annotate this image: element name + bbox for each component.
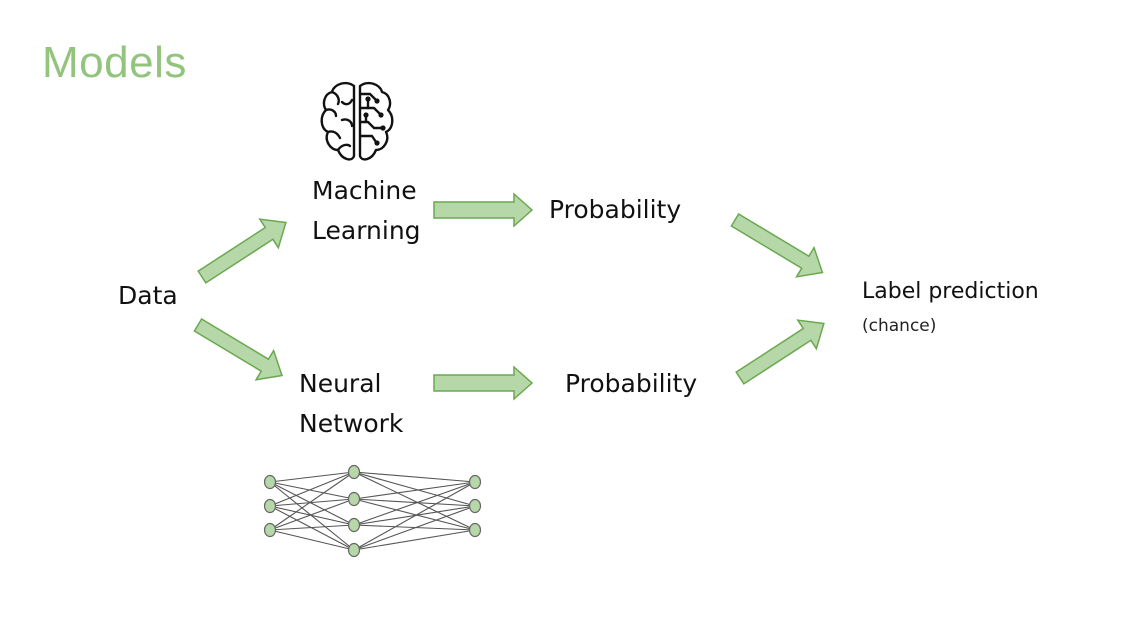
chance-note: (chance)	[862, 316, 937, 336]
network-connection	[269, 498, 355, 531]
slide-title: Models	[42, 38, 187, 87]
network-connection	[269, 481, 355, 526]
network-connection	[353, 471, 476, 483]
network-node	[347, 464, 361, 480]
neural-network-icon	[263, 464, 482, 558]
network-node	[468, 522, 482, 538]
network-connection	[353, 471, 476, 507]
network-connection	[269, 529, 355, 551]
network-connection	[269, 498, 355, 507]
network-connection	[353, 505, 476, 551]
data-label: Data	[118, 281, 178, 310]
network-node	[347, 542, 361, 558]
brain-circuit-icon	[320, 81, 394, 161]
network-connection	[269, 505, 355, 526]
network-node	[347, 517, 361, 533]
network-node	[347, 491, 361, 507]
network-connection	[353, 498, 476, 531]
network-node	[263, 522, 277, 538]
network-connection	[353, 529, 476, 551]
network-node	[468, 474, 482, 490]
neural-network-label: Neural Network	[299, 369, 404, 438]
network-node	[468, 498, 482, 514]
network-connection	[269, 471, 355, 507]
probability-top-label: Probability	[549, 195, 682, 224]
network-connection	[353, 481, 476, 500]
network-connection	[269, 471, 355, 531]
network-node	[263, 474, 277, 490]
machine-learning-label: Machine Learning	[312, 176, 421, 245]
network-connection	[353, 481, 476, 526]
network-connection	[353, 471, 476, 531]
network-node	[263, 498, 277, 514]
network-connection	[353, 481, 476, 551]
probability-bottom-label: Probability	[565, 369, 698, 398]
network-connection	[353, 498, 476, 507]
label-prediction-label: Label prediction	[862, 279, 1039, 304]
network-connection	[269, 481, 355, 500]
network-connection	[269, 524, 355, 531]
network-connection	[269, 471, 355, 483]
